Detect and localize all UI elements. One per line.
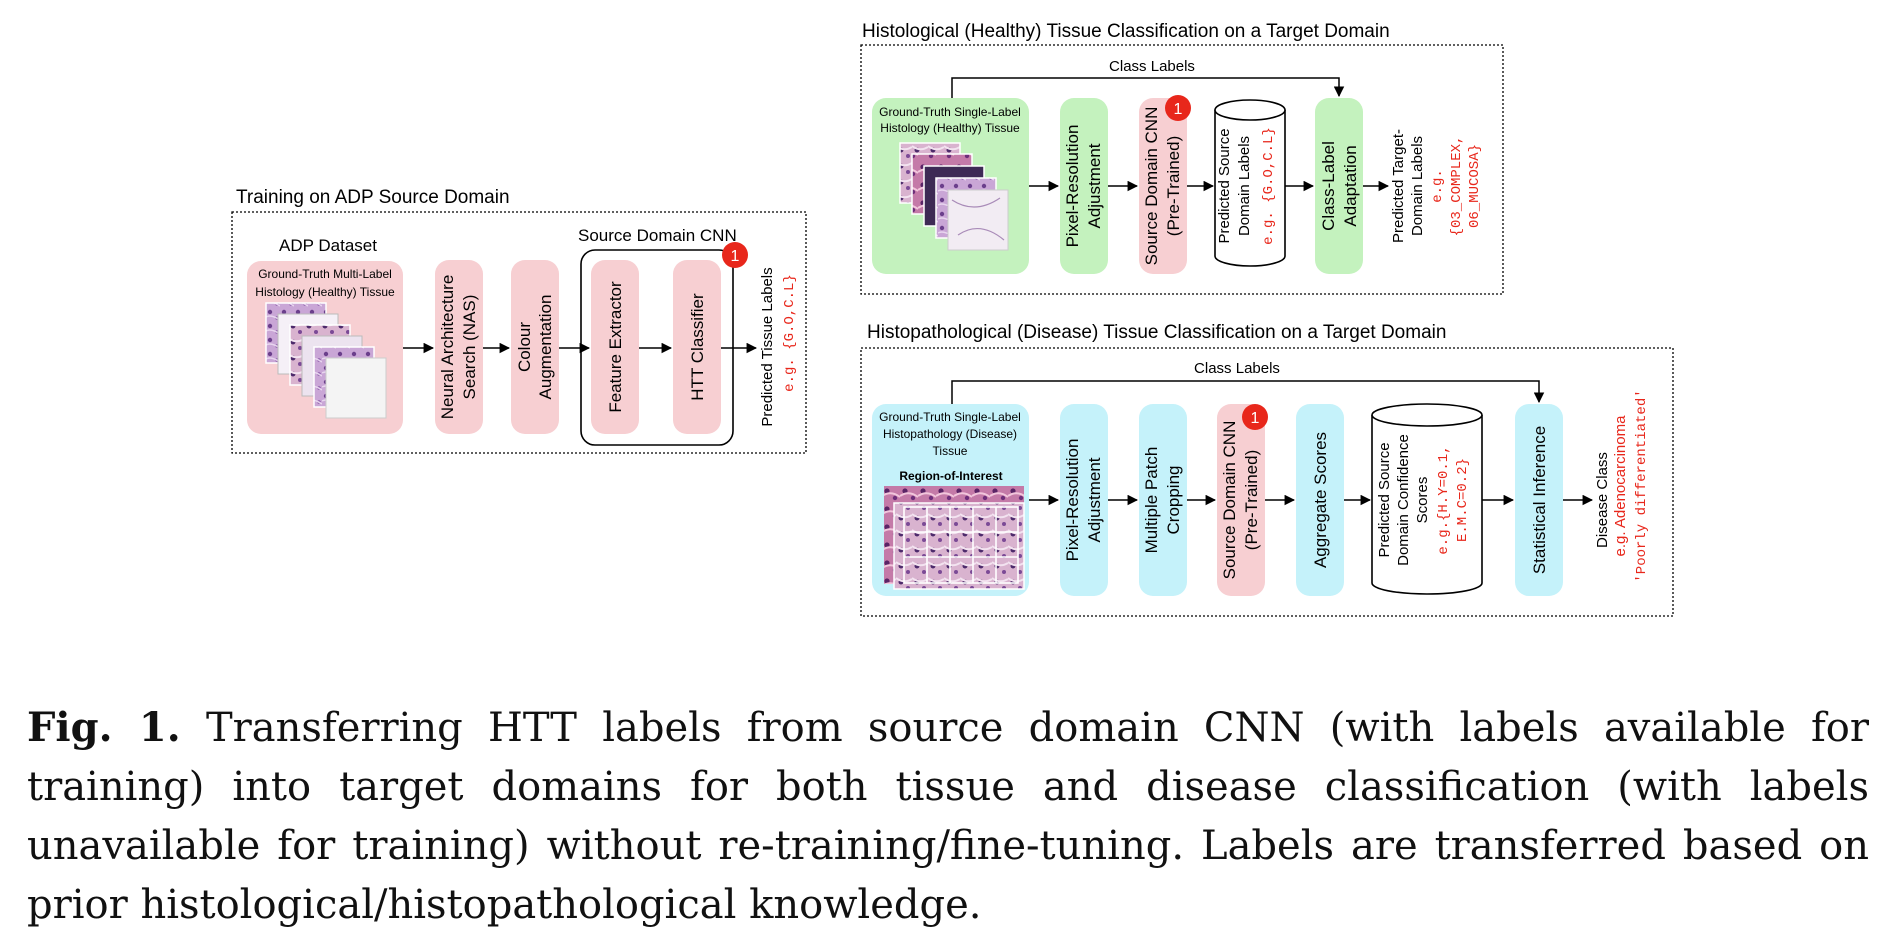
disease-cnn-label-1: Source Domain CNN (1220, 421, 1239, 580)
disease-pixel-label-1: Pixel-Resolution (1063, 439, 1082, 562)
adp-tissue-stack-image (265, 302, 387, 419)
healthy-class-labels: Class Labels (1109, 58, 1195, 75)
training-badge (722, 242, 748, 268)
patch-label-1: Multiple Patch (1142, 447, 1161, 554)
disease-frame (860, 347, 1674, 617)
healthy-cnn-label-1: Source Domain CNN (1142, 107, 1161, 266)
adp-dataset-line-2: Histology (Healthy) Tissue (255, 285, 395, 299)
disease-example-2: 'Poorly differentiated' (1634, 389, 1650, 582)
healthy-predicted-source-line-1: Predicted Source (1216, 128, 1233, 243)
disease-section: Histopathological (Disease) Tissue Class… (860, 322, 1674, 617)
training-badge-label: 1 (731, 248, 740, 265)
figure-caption: Fig. 1. Transferring HTT labels from sou… (27, 698, 1869, 935)
healthy-cnn-label-2: (Pre-Trained) (1164, 136, 1183, 236)
aggregate-scores-box (1296, 404, 1344, 596)
healthy-section: Histological (Healthy) Tissue Classifica… (860, 21, 1504, 295)
class-label-adaptation-box (1315, 98, 1363, 274)
nas-label-2: Search (NAS) (460, 295, 479, 400)
healthy-input-line-1: Ground-Truth Single-Label (879, 105, 1021, 119)
healthy-pixel-label-1: Pixel-Resolution (1063, 125, 1082, 248)
disease-badge-label: 1 (1251, 410, 1260, 427)
healthy-input-line-2: Histology (Healthy) Tissue (880, 121, 1020, 135)
disease-cnn-box (1217, 404, 1265, 596)
predicted-tissue-example: e.g. {G.O,C.L} (782, 274, 798, 392)
statistical-inference-box (1515, 404, 1563, 596)
predicted-target-line-2: Domain Labels (1409, 136, 1426, 236)
caption-label: Fig. 1. (27, 704, 181, 751)
disease-pixel-box (1060, 404, 1108, 596)
disease-cnn-label-2: (Pre-Trained) (1242, 450, 1261, 550)
source-cnn-title: Source Domain CNN (578, 226, 737, 245)
healthy-class-labels-connector (951, 77, 1345, 98)
adp-dataset-title: ADP Dataset (279, 236, 377, 255)
disease-input-line-3: Tissue (933, 444, 968, 458)
healthy-badge (1165, 95, 1191, 121)
nas-box (435, 260, 483, 434)
adaptation-label-1: Class-Label (1319, 141, 1338, 231)
target-example-line-1: e.g. (1430, 169, 1446, 203)
confidence-line-2: Domain Confidence (1395, 434, 1412, 566)
healthy-predicted-source-line-2: Domain Labels (1236, 136, 1253, 236)
target-example-line-3: 06_MUCOSA} (1467, 144, 1483, 228)
healthy-badge-label: 1 (1174, 101, 1183, 118)
healthy-predicted-source-cylinder (1214, 99, 1286, 267)
healthy-cnn-box (1139, 98, 1187, 274)
confidence-example-1: e.g.{H.Y=0.1, (1436, 445, 1452, 554)
htt-classifier-box (673, 260, 721, 434)
healthy-title: Histological (Healthy) Tissue Classifica… (862, 21, 1390, 42)
disease-input-line-2: Histopathology (Disease) (883, 427, 1017, 441)
aggregate-scores-label: Aggregate Scores (1311, 432, 1330, 568)
colour-label-2: Augmentation (536, 295, 555, 400)
disease-class-label: Disease Class (1594, 452, 1611, 548)
disease-title: Histopathological (Disease) Tissue Class… (867, 322, 1446, 343)
healthy-tissue-stack-image (899, 142, 1009, 251)
colour-label-1: Colour (515, 322, 534, 372)
healthy-pixel-box (1060, 98, 1108, 274)
pipeline-diagram: Training on ADP Source Domain ADP Datase… (231, 21, 1674, 617)
nas-label-1: Neural Architecture (438, 275, 457, 420)
adaptation-label-2: Adaptation (1341, 145, 1360, 226)
training-frame (231, 211, 807, 454)
disease-example-1: e.g. Adenocarcinoma (1612, 415, 1629, 557)
statistical-inference-label: Statistical Inference (1530, 426, 1549, 574)
patch-label-2: Cropping (1164, 466, 1183, 535)
adp-dataset-line-1: Ground-Truth Multi-Label (258, 267, 392, 281)
htt-classifier-label: HTT Classifier (688, 293, 707, 401)
confidence-line-3: Scores (1414, 477, 1431, 524)
training-title: Training on ADP Source Domain (236, 187, 510, 208)
disease-pixel-label-2: Adjustment (1085, 457, 1104, 542)
disease-class-labels: Class Labels (1194, 360, 1280, 377)
confidence-example-2: E.M.C=0.2} (1455, 458, 1471, 542)
patch-cropping-box (1139, 404, 1187, 596)
disease-input-line-1: Ground-Truth Single-Label (879, 410, 1021, 424)
feature-extractor-label: Feature Extractor (606, 281, 625, 413)
healthy-pixel-label-2: Adjustment (1085, 143, 1104, 228)
confidence-scores-cylinder (1371, 403, 1483, 595)
disease-class-labels-connector (951, 380, 1545, 404)
colour-augmentation-box (511, 260, 559, 434)
caption-text: Transferring HTT labels from source doma… (27, 705, 1870, 928)
healthy-frame (860, 44, 1504, 295)
confidence-line-1: Predicted Source (1376, 442, 1393, 557)
disease-badge (1242, 404, 1268, 430)
roi-label: Region-of-Interest (899, 469, 1002, 483)
training-section: Training on ADP Source Domain ADP Datase… (231, 187, 807, 454)
healthy-predicted-source-example: e.g. {G.O,C.L} (1261, 127, 1277, 245)
roi-tissue-image (884, 486, 1025, 590)
predicted-tissue-labels: Predicted Tissue Labels (759, 267, 776, 426)
predicted-target-line-1: Predicted Target- (1390, 129, 1407, 243)
target-example-line-2: {03_COMPLEX, (1449, 136, 1465, 237)
feature-extractor-box (591, 260, 639, 434)
